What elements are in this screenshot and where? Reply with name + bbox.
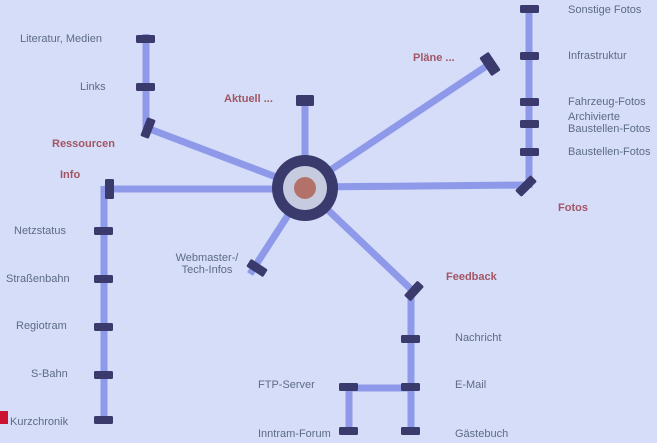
label-gaestebuch[interactable]: Gästebuch (455, 428, 509, 440)
station-fahrzeug-fotos[interactable] (520, 98, 539, 106)
station-inntram-forum[interactable] (339, 427, 358, 435)
station-sbahn[interactable] (94, 371, 113, 379)
station-sonstige-fotos[interactable] (520, 5, 539, 13)
station-archivierte-baustellen-fotos[interactable] (520, 120, 539, 128)
station-nachricht[interactable] (401, 335, 420, 343)
station-plaene[interactable] (479, 52, 501, 76)
label-kurzchronik[interactable]: Kurzchronik (10, 416, 69, 428)
label-literatur-medien[interactable]: Literatur, Medien (20, 33, 102, 45)
station-ftp-server[interactable] (339, 383, 358, 391)
station-aktuell[interactable] (296, 95, 314, 106)
label-baustellen-fotos[interactable]: Baustellen-Fotos (568, 146, 651, 158)
label-fotos[interactable]: Fotos (558, 202, 588, 214)
label-regiotram[interactable]: Regiotram (16, 320, 67, 332)
station-info[interactable] (105, 179, 114, 199)
station-email[interactable] (401, 383, 420, 391)
station-ressourcen[interactable] (140, 117, 156, 139)
line-plaene (303, 60, 493, 190)
station-netzstatus[interactable] (94, 227, 113, 235)
home-hub[interactable] (272, 155, 338, 221)
station-literatur-medien[interactable] (136, 35, 155, 43)
current-page-marker (0, 411, 8, 424)
label-netzstatus[interactable]: Netzstatus (14, 225, 66, 237)
label-email[interactable]: E-Mail (455, 379, 487, 391)
label-links[interactable]: Links (80, 81, 106, 93)
station-regiotram[interactable] (94, 323, 113, 331)
label-fahrzeug-fotos[interactable]: Fahrzeug-Fotos (568, 96, 646, 108)
station-fotos[interactable] (515, 175, 537, 197)
station-baustellen-fotos[interactable] (520, 148, 539, 156)
station-links[interactable] (136, 83, 155, 91)
label-strassenbahn[interactable]: Straßenbahn (6, 273, 70, 285)
home-hub-center-dot (294, 177, 316, 199)
station-strassenbahn[interactable] (94, 275, 113, 283)
label-feedback[interactable]: Feedback (446, 271, 497, 283)
label-plaene[interactable]: Pläne ... (413, 52, 455, 64)
station-gaestebuch[interactable] (401, 427, 420, 435)
label-ftp-server[interactable]: FTP-Server (258, 379, 315, 391)
label-infrastruktur[interactable]: Infrastruktur (568, 50, 627, 62)
station-kurzchronik[interactable] (94, 416, 113, 424)
station-infrastruktur[interactable] (520, 52, 539, 60)
label-webmaster-tech-infos[interactable]: Webmaster-/ Tech-Infos (175, 252, 239, 276)
station-feedback[interactable] (404, 281, 424, 302)
label-aktuell[interactable]: Aktuell ... (224, 93, 273, 105)
label-archivierte-baustellen-fotos[interactable]: Archivierte Baustellen-Fotos (568, 111, 651, 135)
line-fotos-diagonal (304, 181, 530, 191)
label-sonstige-fotos[interactable]: Sonstige Fotos (568, 4, 642, 16)
label-ressourcen[interactable]: Ressourcen (52, 138, 115, 150)
label-info[interactable]: Info (60, 169, 81, 181)
label-inntram-forum[interactable]: Inntram-Forum (258, 428, 331, 440)
station-webmaster-tech-infos[interactable] (246, 259, 268, 277)
label-sbahn[interactable]: S-Bahn (31, 368, 68, 380)
label-nachricht[interactable]: Nachricht (455, 332, 502, 344)
